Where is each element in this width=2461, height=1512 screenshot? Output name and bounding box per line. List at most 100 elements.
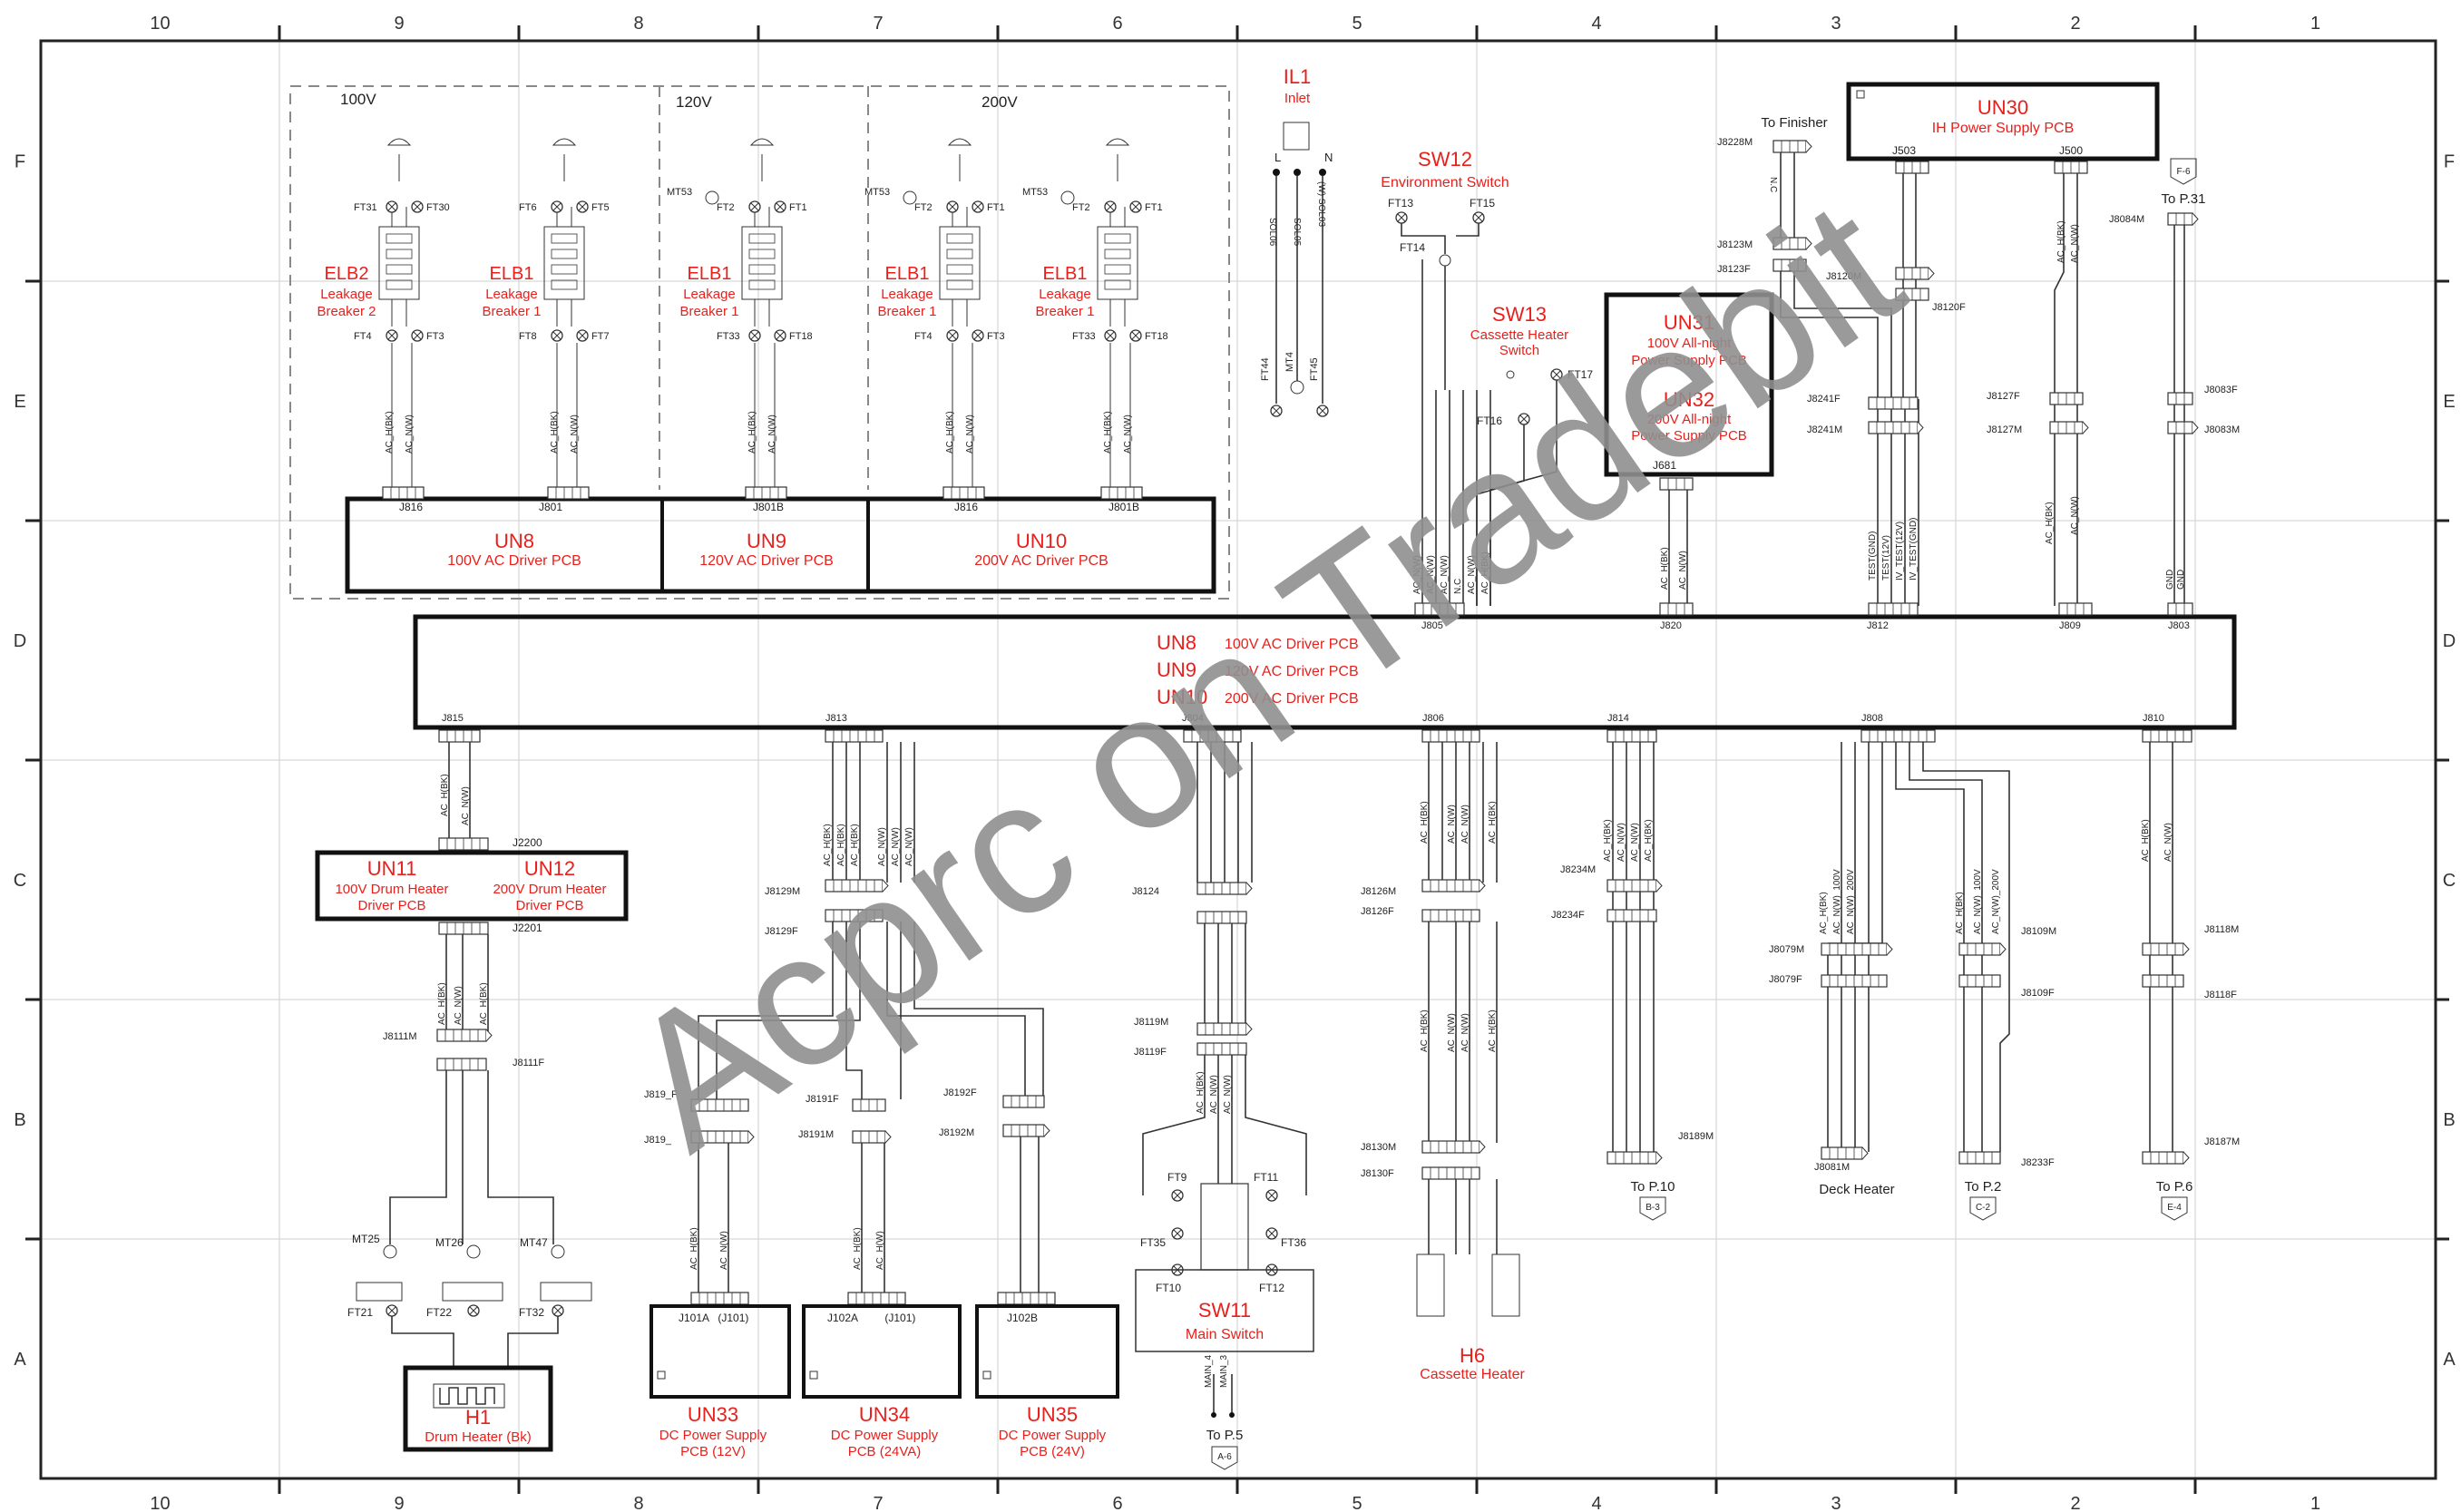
breaker-coil bbox=[386, 233, 413, 244]
un8-title: UN8 bbox=[494, 530, 534, 552]
connector-arrow bbox=[1928, 267, 1935, 280]
connector: J8118F bbox=[2142, 974, 2237, 1000]
connector-label: J8130M bbox=[1361, 1142, 1396, 1153]
connector-label: J8192M bbox=[939, 1127, 974, 1138]
connector: J8187M bbox=[2142, 1136, 2240, 1165]
breaker-mt: MT53 bbox=[667, 187, 692, 198]
wire-label: AC_H(BK) bbox=[1644, 819, 1654, 862]
h1-mt47: MT47 bbox=[520, 1236, 548, 1249]
ref-c2: C-2 bbox=[1976, 1203, 1991, 1213]
connector-body bbox=[2142, 1151, 2184, 1165]
col-label-top: 9 bbox=[394, 14, 404, 34]
breaker-ft: FT33 bbox=[1072, 331, 1096, 342]
breaker-ft: FT33 bbox=[717, 331, 740, 342]
wire bbox=[487, 1070, 554, 1244]
breaker-body bbox=[543, 226, 585, 300]
un12-title: UN12 bbox=[524, 857, 575, 880]
breaker-coil bbox=[386, 249, 413, 259]
breaker-ft: FT8 bbox=[519, 331, 537, 342]
watermark: Acprc on Tradebit bbox=[591, 159, 1936, 1190]
breaker-coil bbox=[1104, 249, 1131, 259]
mt-terminal bbox=[551, 1244, 565, 1259]
terminal-x bbox=[1173, 1229, 1182, 1238]
wire-label: AC_H(BK) bbox=[2056, 220, 2066, 263]
breaker-title: ELB2 bbox=[325, 264, 369, 284]
breaker-wire-label: AC_N(W) bbox=[767, 415, 777, 454]
connector-body bbox=[547, 486, 590, 500]
wire bbox=[1401, 223, 1446, 254]
un9-subtitle: 120V AC Driver PCB bbox=[699, 553, 834, 569]
wire-label: AC_N(W) bbox=[1440, 555, 1450, 594]
connector-body bbox=[690, 1292, 749, 1305]
connector-body bbox=[1002, 1124, 1045, 1137]
breaker-wire-label: AC_N(W) bbox=[405, 415, 415, 454]
zone-120v: 120V bbox=[676, 93, 712, 111]
wire-label: AC_N(W) bbox=[1460, 805, 1470, 844]
page-ref-e4: To P.6 E-4 bbox=[2156, 1179, 2192, 1221]
breaker-line1: Leakage bbox=[485, 287, 538, 302]
breaker-body bbox=[741, 226, 783, 300]
sw11-main4: MAIN_4 bbox=[1204, 1354, 1214, 1388]
row-label-right: B bbox=[2443, 1110, 2455, 1130]
connector: J8234M bbox=[1560, 864, 1663, 893]
breaker-ft: FT1 bbox=[987, 202, 1005, 213]
terminal-x bbox=[948, 202, 957, 211]
connector-label: J8081M bbox=[1814, 1162, 1850, 1173]
connector-label: J806 bbox=[1422, 713, 1444, 724]
breaker-body bbox=[1097, 226, 1138, 300]
row-label-right: D bbox=[2443, 631, 2456, 651]
h6-title: H6 bbox=[1460, 1344, 1485, 1367]
breaker-wire-label: AC_N(W) bbox=[570, 415, 580, 454]
connector: J804 bbox=[1182, 713, 1242, 743]
wire-label: N.C bbox=[1768, 177, 1778, 192]
breaker-body bbox=[378, 226, 420, 300]
breaker-title: ELB1 bbox=[885, 264, 930, 284]
connector: J8191F bbox=[806, 1094, 886, 1112]
connector: J812 bbox=[1867, 602, 1919, 631]
connector: J8109M bbox=[1958, 926, 2056, 956]
un11-line1: 100V Drum Heater bbox=[335, 882, 448, 897]
wire-label: AC_N(W) bbox=[461, 786, 471, 825]
connector bbox=[382, 486, 425, 500]
connector: J8109F bbox=[1958, 974, 2055, 999]
terminal-x bbox=[578, 331, 587, 340]
conn-j2201: J2201 bbox=[513, 922, 542, 934]
connector: J8120M bbox=[1826, 267, 1935, 282]
wire-label: AC_N(W) bbox=[1678, 551, 1688, 590]
wire bbox=[1895, 742, 1965, 1152]
connector-label: J8111M bbox=[383, 1031, 417, 1042]
col-label-bottom: 1 bbox=[2310, 1494, 2320, 1512]
to-finisher-label: To Finisher bbox=[1761, 115, 1827, 131]
h1-subtitle: Drum Heater (Bk) bbox=[425, 1429, 532, 1445]
il1-wire-3: (W) SOL03 bbox=[1316, 181, 1326, 227]
connector-body bbox=[1821, 1146, 1863, 1160]
connector-body bbox=[2167, 602, 2193, 616]
wire-label: AC_N(W) bbox=[2163, 823, 2173, 862]
terminal-x bbox=[387, 1306, 396, 1315]
wire-label: AC_H(BK) bbox=[479, 982, 489, 1025]
wire-label: AC_H(BK) bbox=[689, 1227, 699, 1270]
switch-node bbox=[1439, 254, 1451, 267]
terminal-x bbox=[469, 1306, 478, 1315]
connector-body bbox=[1958, 974, 2001, 988]
ref-f6: F-6 bbox=[2177, 167, 2191, 177]
inlet-pin bbox=[1273, 169, 1280, 176]
connector-arrow bbox=[1861, 1146, 1869, 1160]
connector-arrow bbox=[1805, 140, 1812, 153]
wire bbox=[2054, 173, 2065, 606]
col-label-top: 10 bbox=[150, 14, 170, 34]
breaker-wire-label: AC_H(BK) bbox=[550, 411, 560, 454]
terminal-x bbox=[1267, 1229, 1276, 1238]
connector-label: J8083F bbox=[2204, 385, 2238, 395]
connector bbox=[438, 922, 489, 935]
wire bbox=[886, 922, 1026, 1096]
wire bbox=[845, 922, 863, 1099]
breaker-plug bbox=[749, 138, 775, 146]
wire-label: AC_N(W) bbox=[1223, 1075, 1233, 1114]
connector-body bbox=[825, 909, 884, 922]
wire-label: AC_H(BK) bbox=[853, 1227, 863, 1270]
connector-label: J8192F bbox=[943, 1088, 977, 1098]
wire bbox=[1922, 742, 2010, 1152]
